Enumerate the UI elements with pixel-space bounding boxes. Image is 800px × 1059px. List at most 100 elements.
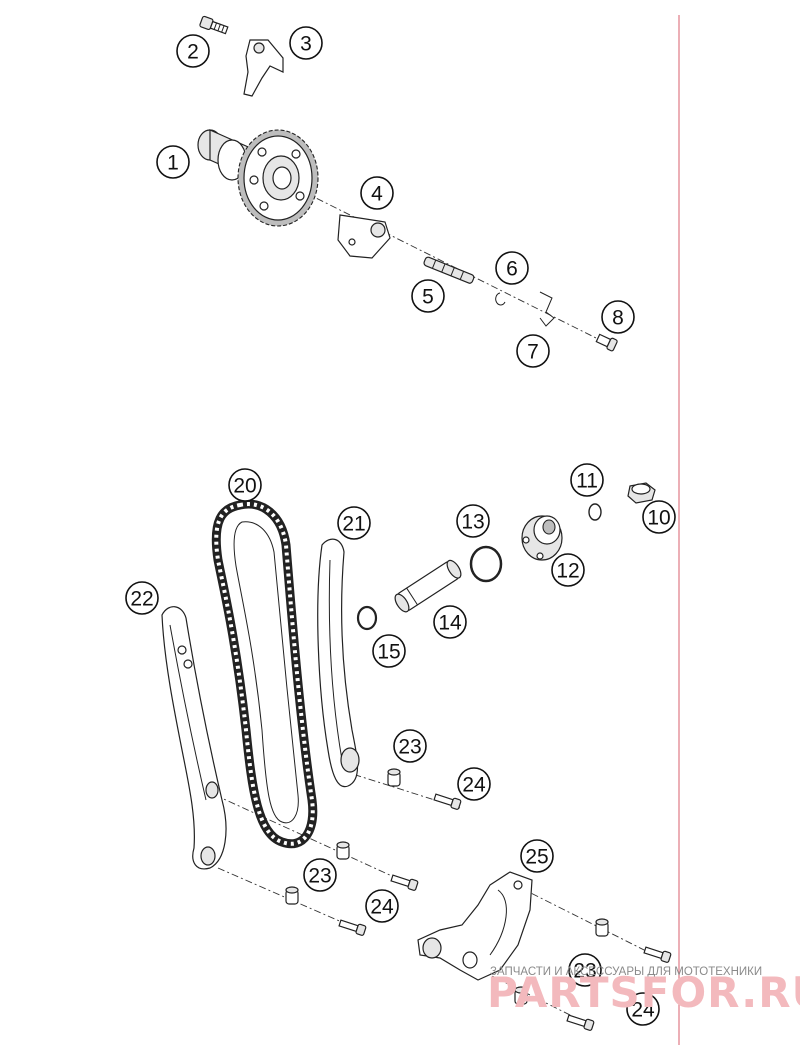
bracket-part-3 [243,39,284,97]
screw-part-24e [566,1014,595,1031]
sleeve-part-23e [514,986,528,1005]
guide-bracket-part-25 [417,871,533,981]
screw-part-24b [390,874,419,891]
screw-part-24d [643,946,672,963]
callout-1: 1 [156,145,190,179]
callout-label: 3 [300,33,312,56]
callout-10: 10 [642,500,676,534]
callout-23b: 23 [303,858,337,892]
callout-label: 23 [308,865,331,888]
callout-circle [125,581,159,615]
callout-14: 14 [433,605,467,639]
callout-circle [456,504,490,538]
callout-11: 11 [570,463,604,497]
callout-label: 12 [556,560,579,583]
callout-25: 25 [520,839,554,873]
guide-rail-part-21 [317,538,360,788]
sleeve-part-23b [336,841,350,860]
callout-circle [411,279,445,313]
callout-2: 2 [176,34,210,68]
tensioner-housing-part-12 [521,515,563,561]
screw-part-24c [338,919,367,936]
callout-circle [551,553,585,587]
callout-label: 22 [130,588,153,611]
callout-23c: 23 [568,953,602,987]
callout-label: 2 [187,41,199,64]
callout-circle [337,506,371,540]
callout-24a: 24 [457,767,491,801]
callout-circle [156,145,190,179]
callout-circle [495,251,529,285]
callout-label: 11 [576,470,598,493]
callout-label: 21 [342,513,365,536]
callout-13: 13 [456,504,490,538]
callout-5: 5 [411,279,445,313]
callout-label: 24 [370,896,394,919]
callout-7: 7 [516,334,550,368]
callout-label: 7 [527,341,539,364]
bolt-part-2 [199,15,229,35]
callout-3: 3 [289,26,323,60]
callout-label: 15 [377,641,400,664]
callout-8: 8 [601,300,635,334]
plug-screw-part-10 [627,482,656,504]
callout-circle [360,176,394,210]
callout-12: 12 [551,553,585,587]
callout-circle [626,992,660,1026]
callout-24b: 24 [365,889,399,923]
callout-label: 1 [167,152,179,175]
screw-part-24a [433,793,462,810]
callout-label: 4 [371,183,383,206]
callout-circle [372,634,406,668]
callout-circle [457,767,491,801]
sleeve-part-23c [285,886,299,905]
callout-6: 6 [495,251,529,285]
callout-label: 8 [612,307,624,330]
callout-label: 20 [233,475,256,498]
bracket-part-4 [337,214,391,259]
callout-circle [365,889,399,923]
callout-circle [570,463,604,497]
shaft-part-5 [423,256,475,284]
callout-23a: 23 [393,729,427,763]
callout-20: 20 [228,468,262,502]
callout-22: 22 [125,581,159,615]
circlip-part-6 [495,292,506,306]
callout-21: 21 [337,506,371,540]
callout-label: 10 [647,507,670,530]
callout-label: 13 [461,511,484,534]
watermark-tagline: ЗАПЧАСТИ И АКСЕССУАРЫ ДЛЯ МОТОТЕХНИКИ [490,966,762,978]
sleeve-part-23a [387,768,401,787]
assembly-axes [214,184,661,1026]
seal-ring-part-11 [588,503,602,521]
callout-circle [303,858,337,892]
callout-label: 24 [631,999,655,1022]
camshaft-part-1 [197,129,319,227]
callout-15: 15 [372,634,406,668]
callout-24c: 24 [626,992,660,1026]
callout-circle [228,468,262,502]
callout-4: 4 [360,176,394,210]
spring-part-7 [539,291,555,327]
callout-label: 5 [422,286,434,309]
callout-label: 23 [398,736,421,759]
o-ring-part-13 [469,545,503,583]
callout-circle [568,953,602,987]
callout-circle [433,605,467,639]
callout-label: 25 [525,846,548,869]
callout-circle [601,300,635,334]
piston-part-14 [394,559,462,613]
watermark-brand: PARTSFOR.RU [487,968,800,1017]
washer-part-15 [356,605,378,631]
sleeve-part-23d [595,918,609,937]
callout-circle [393,729,427,763]
callout-circle [176,34,210,68]
callout-circle [289,26,323,60]
callout-circle [516,334,550,368]
callout-label: 24 [462,774,486,797]
callout-circle [520,839,554,873]
callout-label: 23 [573,960,596,983]
screw-part-8 [595,333,618,352]
